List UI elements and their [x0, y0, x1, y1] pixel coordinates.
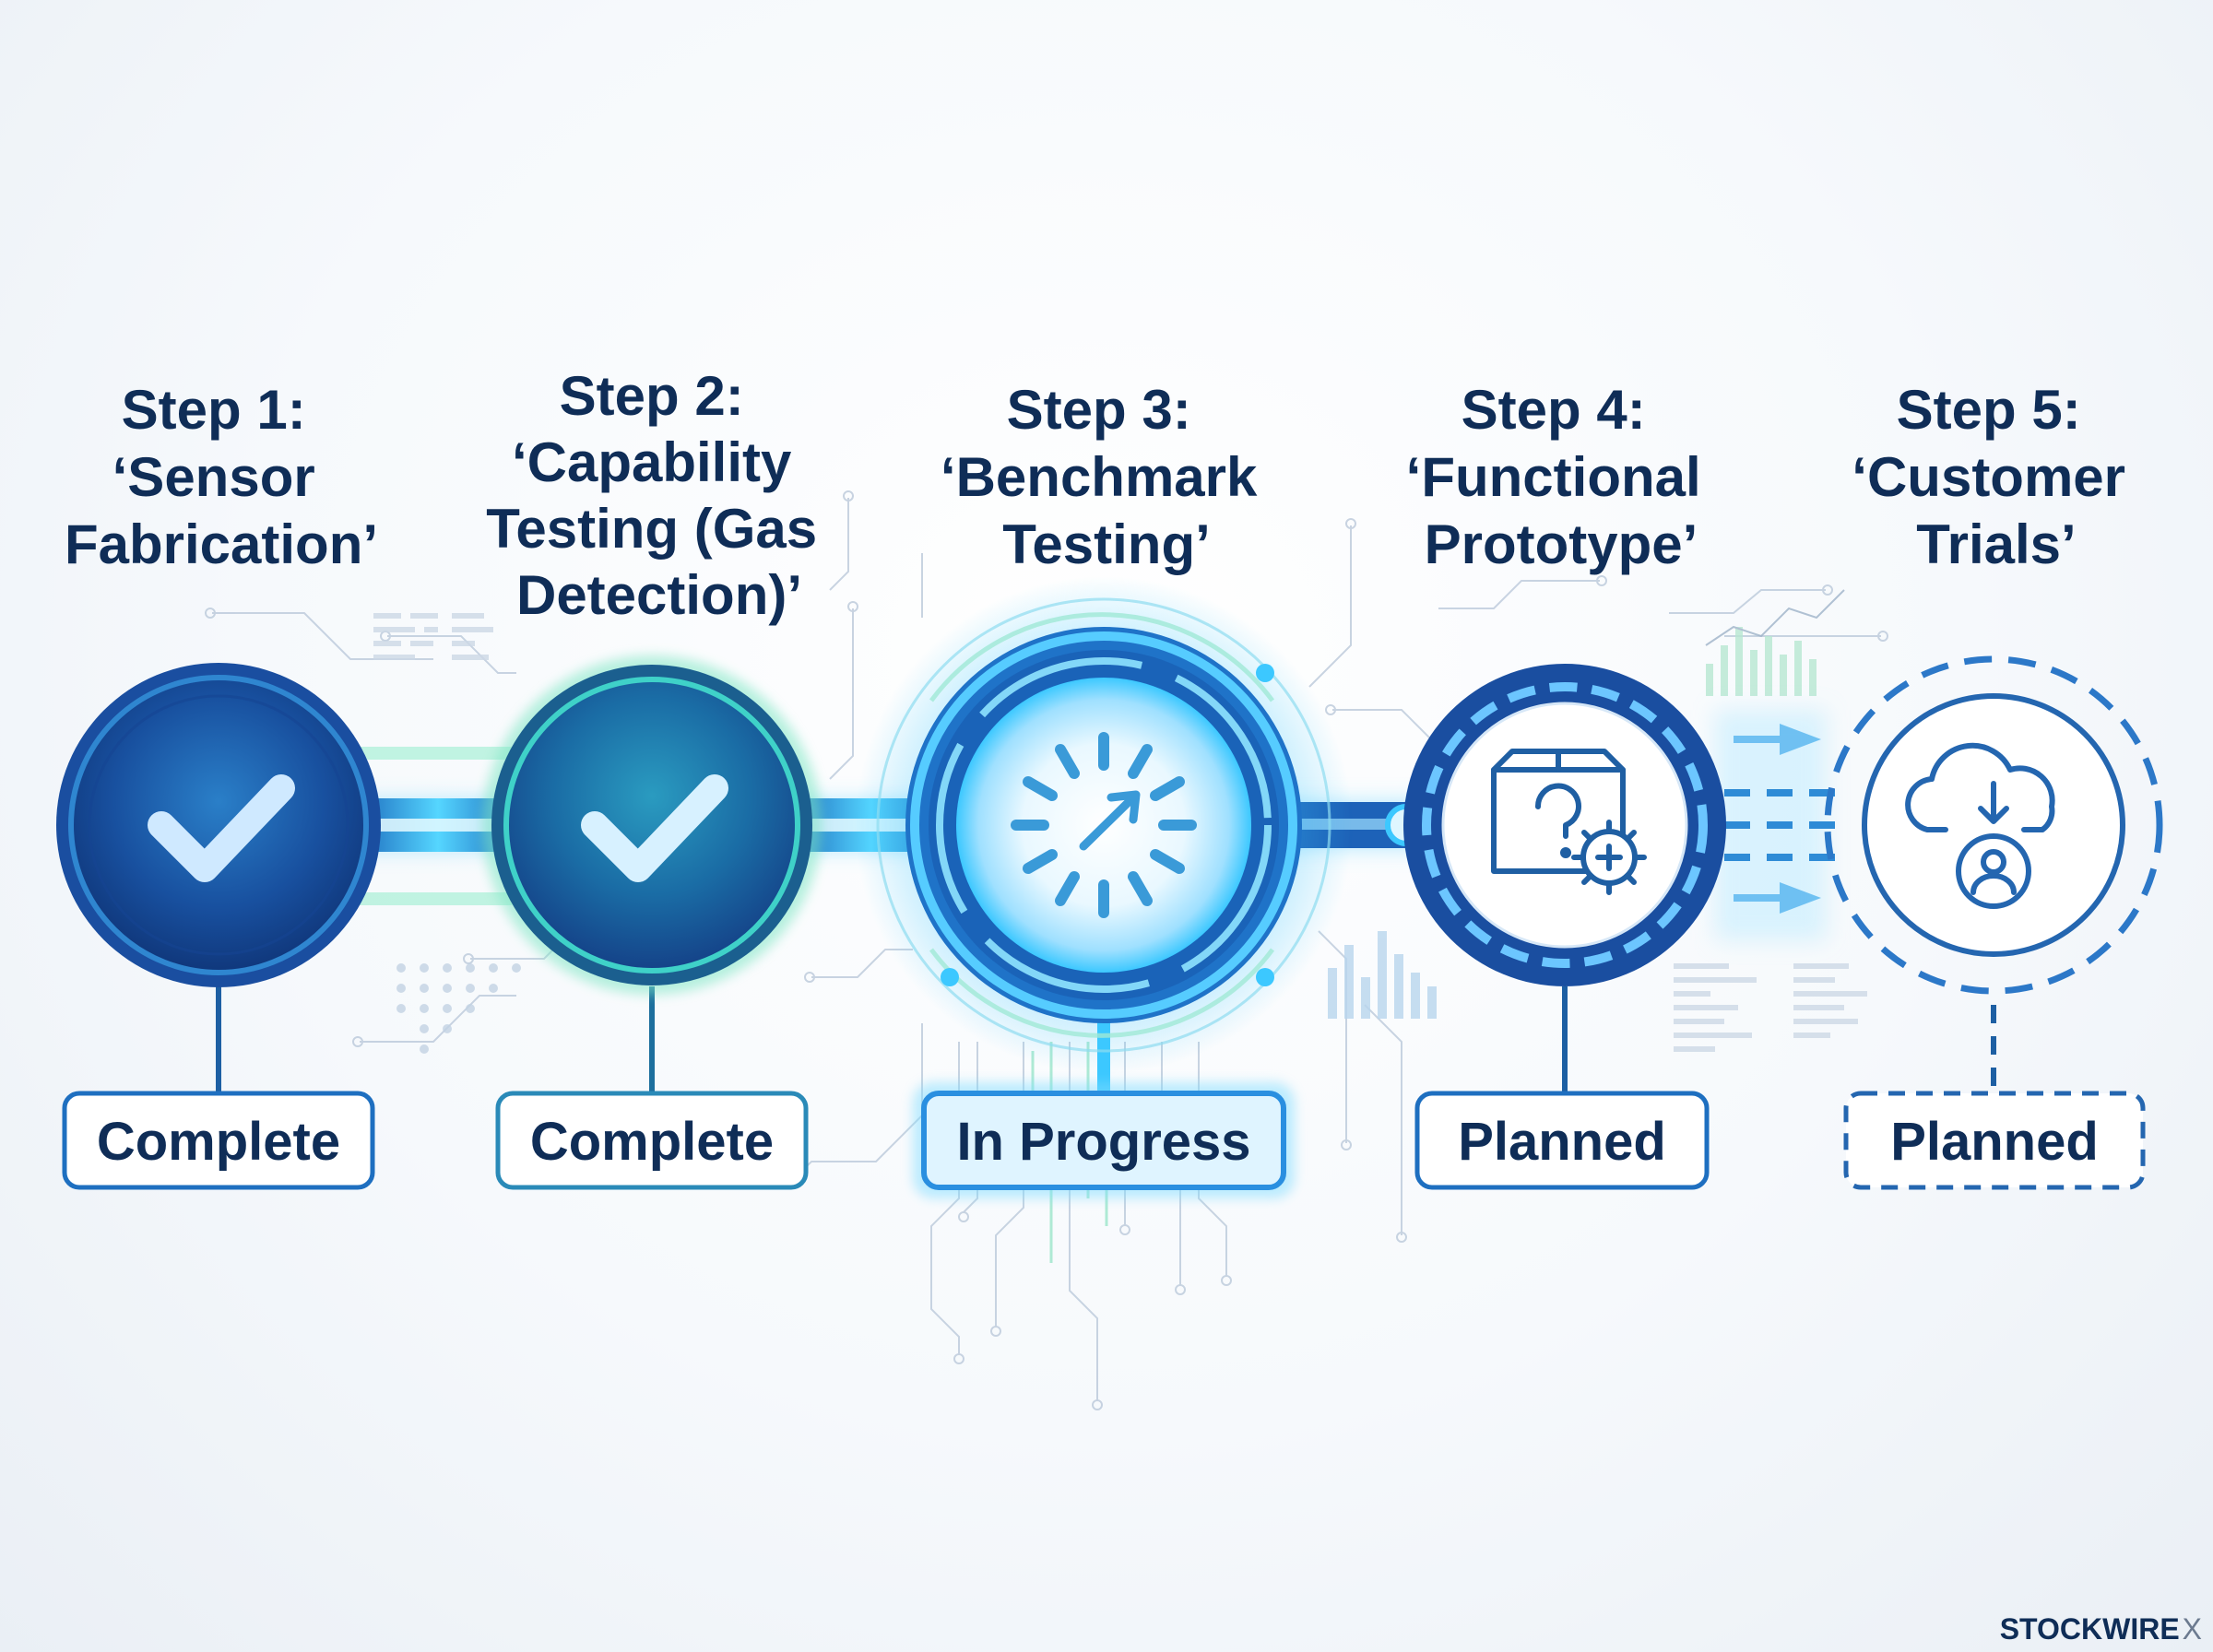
step-titles: Step 1: ‘Sensor Fabrication’ Step 2: ‘Ca…	[65, 365, 2140, 626]
step-5-title: Step 5: ‘Customer Trials’	[1852, 379, 2140, 575]
connector-glow-band	[350, 747, 516, 760]
data-decoration	[373, 589, 1867, 1054]
status-text-4: Planned	[1458, 1112, 1666, 1172]
status-text-2: Complete	[530, 1112, 774, 1172]
status-badge-1: Complete	[62, 1091, 375, 1190]
flow-arrows	[1734, 724, 1821, 914]
step-4-node[interactable]	[1403, 664, 1726, 986]
step-3-title: Step 3: ‘Benchmark Testing’	[941, 379, 1272, 575]
watermark-logo: STOCKWIREX	[2000, 1612, 2202, 1646]
status-badges: Complete Complete In Progress Planned Pl…	[62, 1082, 2146, 1198]
dashed-connectors	[1724, 789, 1835, 861]
status-text-1: Complete	[97, 1112, 340, 1172]
status-text-5: Planned	[1890, 1112, 2099, 1172]
watermark-mark: X	[2182, 1612, 2202, 1646]
status-badge-3: In Progress	[913, 1082, 1295, 1198]
step-1-node[interactable]	[56, 663, 381, 987]
status-badge-4: Planned	[1414, 1091, 1710, 1190]
progress-spinner-icon	[1011, 732, 1197, 918]
step-3-node[interactable]	[855, 576, 1353, 1074]
checkmark-icon	[148, 774, 295, 882]
step-5-node[interactable]	[1824, 655, 2163, 995]
step-1-title: Step 1: ‘Sensor Fabrication’	[65, 379, 378, 575]
step-2-title: Step 2: ‘Capability Testing (Gas Detecti…	[486, 365, 833, 626]
step-2-node[interactable]	[482, 655, 822, 995]
box-question-gear-icon	[1491, 749, 1647, 895]
step-4-title: Step 4: ‘Functional Prototype’	[1406, 379, 1717, 575]
status-text-3: In Progress	[956, 1112, 1250, 1172]
status-badge-2: Complete	[495, 1091, 809, 1190]
watermark-brand: STOCKWIRE	[1999, 1612, 2180, 1646]
cloud-download-user-icon	[1905, 742, 2055, 909]
checkmark-icon	[581, 774, 728, 882]
connector-glow-band	[350, 892, 516, 905]
status-badge-5: Planned	[1843, 1091, 2146, 1190]
connector-1-2-core	[360, 819, 516, 832]
